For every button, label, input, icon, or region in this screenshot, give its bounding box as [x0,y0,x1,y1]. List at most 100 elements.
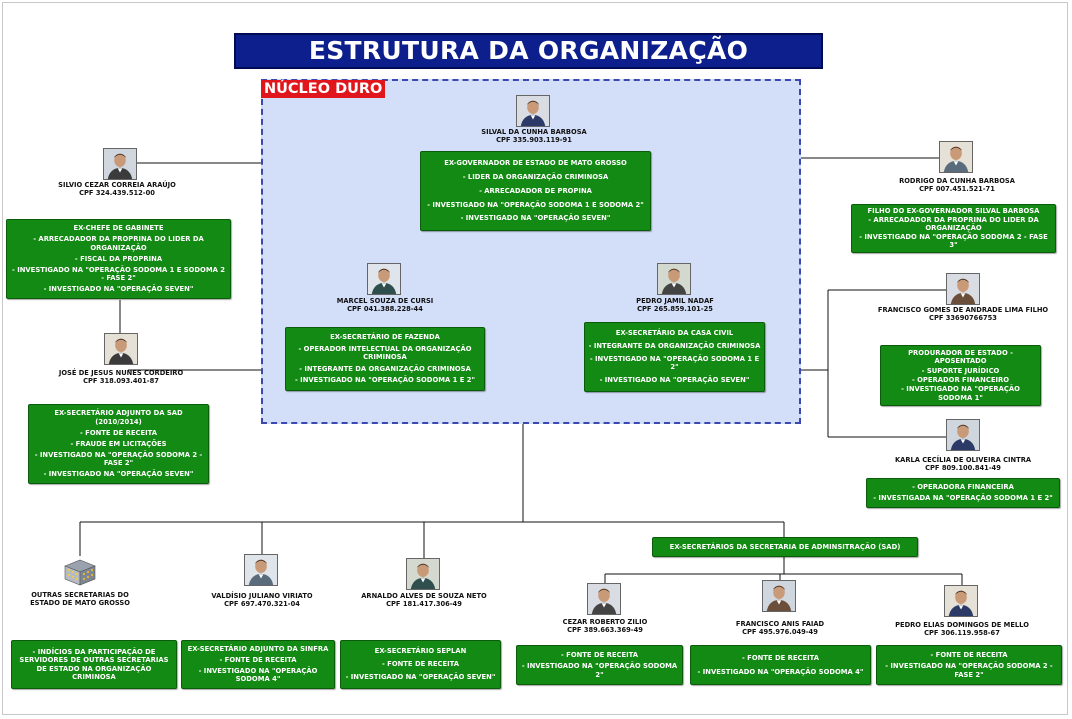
sad-group-box: EX-SECRETÁRIOS DA SECRETARIA DE ADMINSIT… [652,537,918,557]
person-name: FRANCISCO ANIS FAIAD [735,620,825,628]
person-silhouette-icon [368,264,400,294]
photo-jose [104,333,138,365]
role-box-francisco-gomes: PRODURADOR DE ESTADO - APOSENTADO - SUPO… [880,345,1041,406]
person-name: VALDÍSIO JULIANO VIRIATO [211,592,313,600]
role-box-pedro-elias: - FONTE DE RECEITA - INVESTIGADO NA "OPE… [876,645,1062,685]
role-box-jose: EX-SECRETÁRIO ADJUNTO DA SAD (2010/2014)… [28,404,209,484]
person-name: JOSÉ DE JESUS NUNES CORDEIRO [58,369,184,377]
role-box-marcel: EX-SECRETÁRIO DE FAZENDA - OPERADOR INTE… [285,327,485,391]
person-silhouette-icon [940,142,972,172]
person-silhouette-icon [517,96,549,126]
person-silhouette-icon [658,264,690,294]
person-silhouette-icon [407,559,439,589]
role-box-cezar: - FONTE DE RECEITA - INVESTIGADO NA "OPE… [516,645,683,685]
photo-silvio [103,148,137,180]
role-line: - FONTE DE RECEITA [561,650,638,659]
role-line: PRODURADOR DE ESTADO - APOSENTADO [908,348,1013,366]
person-name: KARLA CECÍLIA DE OLIVEIRA CINTRA [894,456,1032,464]
role-line: - INVESTIGADO NA "OPERAÇÃO SODOMA 4" [697,667,864,676]
role-line: - INVESTIGADO NA "OPERAÇÃO SODOMA 2 - FA… [885,662,1053,679]
role-line: - INVESTIGADO NA "OPERAÇÃO SODOMA 1 E SO… [12,265,225,283]
person-cpf: CPF 265.859.101-25 [637,305,713,314]
diagram-title: ESTRUTURA DA ORGANIZAÇÃO CRIMINOSA [234,33,823,97]
label-line: ESTADO DE MATO GROSSO [30,599,130,608]
person-name: PEDRO JAMIL NADAF [636,297,714,305]
role-line: - INVESTIGADO NA "OPERAÇÃO SODOMA 1" [901,385,1020,402]
role-line: - FONTE DE RECEITA [80,428,157,437]
photo-cezar [587,583,621,615]
person-cpf: CPF 181.417.306-49 [386,600,462,609]
role-line: - INVESTIGADO NA "OPERAÇÃO SEVEN" [599,376,750,385]
nucleo-duro-label: NÚCLEO DURO [261,80,386,98]
role-line: EX-SECRETÁRIO ADJUNTO DA SAD (2010/2014) [54,409,183,426]
label-line: OUTRAS SECRETARIAS DO [31,591,129,599]
person-cpf: CPF 007.451.521-71 [919,185,995,194]
person-silhouette-icon [945,586,977,616]
photo-valdisio [244,554,278,586]
role-line: - SUPORTE JURÍDICO [921,366,1000,375]
role-line: EX-SECRETÁRIO SEPLAN [374,647,467,656]
role-line: EX-SECRETÁRIO DA CASA CIVIL [615,329,734,338]
photo-rodrigo [939,141,973,173]
role-line: - OPERADORA FINANCEIRA [912,483,1014,492]
role-line: - OPERADOR INTELECTUAL DA ORGANIZAÇÃO CR… [298,344,472,362]
person-name: MARCEL SOUZA DE CURSI [336,297,434,305]
role-box-pedro-nadaf: EX-SECRETÁRIO DA CASA CIVIL - INTEGRANTE… [584,322,765,392]
person-silhouette-icon [105,334,137,364]
person-name: RODRIGO DA CUNHA BARBOSA [899,177,1015,185]
person-cpf: CPF 389.663.369-49 [567,626,643,635]
photo-pedro-nadaf [657,263,691,295]
role-line: - INVESTIGADO NA "OPERAÇÃO SODOMA 1 E SO… [427,200,644,209]
role-line: EX-CHEFE DE GABINETE [73,224,164,233]
person-cpf: CPF 335.903.119-91 [496,136,572,145]
role-box-silvio: EX-CHEFE DE GABINETE - ARRECADADOR DA PR… [6,219,231,299]
role-box-valdisio: EX-SECRETÁRIO ADJUNTO DA SINFRA - FONTE … [181,640,335,689]
role-line: - ARRECADADOR DE PROPINA [479,186,592,195]
person-silhouette-icon [947,274,979,304]
person-cpf: CPF 33690766753 [929,314,997,323]
person-name: SILVAL DA CUNHA BARBOSA [481,128,587,136]
role-line: - INVESTIGADO NA "OPERAÇÃO SODOMA 2 - FA… [34,450,203,468]
photo-marcel [367,263,401,295]
person-cpf: CPF 306.119.958-67 [924,629,1000,638]
person-cpf: CPF 318.093.401-87 [83,377,159,386]
photo-faiad [762,580,796,612]
building-stack-icon [64,559,96,586]
role-line: - FISCAL DA PROPRINA [74,254,163,263]
role-line: - FONTE DE RECEITA [219,656,297,664]
person-cpf: CPF 324.439.512-00 [79,189,155,198]
role-line: - INVESTIGADO NA "OPERAÇÃO SEVEN" [345,673,496,682]
person-name: PEDRO ELIAS DOMINGOS DE MELLO [895,621,1029,629]
role-line: - INVESTIGADO NA "OPERAÇÃO SODOMA 2" [521,662,678,679]
person-silhouette-icon [947,420,979,450]
role-line: - FONTE DE RECEITA [742,653,819,662]
role-line: - INVESTIGADO NA "OPERAÇÃO SODOMA 1 E 2" [589,354,760,372]
person-name: CEZAR ROBERTO ZILIO [562,618,648,626]
person-name: FRANCISCO GOMES DE ANDRADE LIMA FILHO [877,306,1049,314]
photo-arnaldo [406,558,440,590]
person-cpf: CPF 495.976.049-49 [742,628,818,637]
person-name: ARNALDO ALVES DE SOUZA NETO [361,592,487,600]
role-line: EX-SECRETÁRIO DE FAZENDA [330,333,440,342]
person-cpf: CPF 697.470.321-04 [224,600,300,609]
role-line: - FONTE DE RECEITA [930,650,1008,659]
role-line: - INTEGRANTE DA ORGANIZAÇÃO CRIMINOSA [299,364,471,373]
role-line: - INDÍCIOS DA PARTICIPAÇÃO DE SERVIDORES… [19,647,169,682]
person-silhouette-icon [763,581,795,611]
sad-group-label: EX-SECRETÁRIOS DA SECRETARIA DE ADMINSIT… [669,542,901,551]
role-line: EX-SECRETÁRIO ADJUNTO DA SINFRA [187,645,329,654]
person-silhouette-icon [245,555,277,585]
